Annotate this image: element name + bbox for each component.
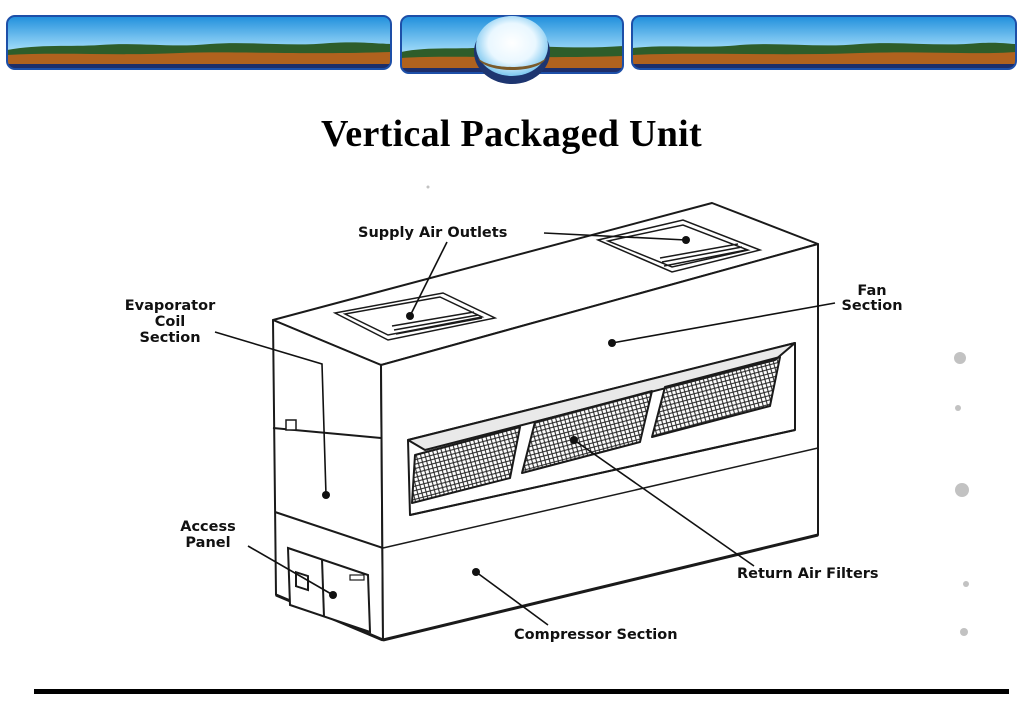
vertical-packaged-unit-diagram: Supply Air Outlets Fan Section Evaporato…	[125, 185, 969, 643]
label-evaporator-line1: Evaporator	[125, 298, 216, 314]
filter-panel-2	[521, 390, 653, 474]
label-compressor-section: Compressor Section	[514, 627, 678, 643]
globe-emblem	[474, 16, 550, 84]
label-supply-air-outlets: Supply Air Outlets	[358, 225, 507, 241]
leader-evaporator	[214, 331, 327, 496]
side-vent	[285, 419, 297, 431]
return-air-filter-bank	[407, 342, 796, 516]
label-evaporator-line2: Coil	[155, 314, 186, 330]
bottom-divider	[34, 689, 1009, 694]
leader-return	[573, 439, 755, 567]
access-panel	[286, 546, 372, 634]
label-return-air-filters: Return Air Filters	[737, 566, 879, 582]
leader-fan	[611, 302, 836, 344]
slide-title: Vertical Packaged Unit	[321, 113, 702, 155]
label-access-panel-line2: Panel	[185, 535, 230, 551]
label-evaporator-line3: Section	[139, 330, 200, 346]
label-fan-section-line2: Section	[841, 298, 902, 314]
leader-access	[247, 545, 334, 596]
banner-panel-left	[7, 16, 391, 69]
label-fan-section-line1: Fan	[857, 283, 886, 299]
supply-air-outlet-right	[595, 219, 763, 273]
label-access-panel-line1: Access	[180, 519, 236, 535]
banner-panel-right	[632, 16, 1016, 69]
filter-panel-1	[411, 426, 521, 504]
header-banner	[6, 15, 1017, 84]
filter-panel-3	[651, 356, 781, 438]
leader-compressor	[475, 571, 549, 626]
leader-supply-right	[543, 232, 687, 241]
scan-noise	[426, 185, 969, 636]
leader-supply-left	[409, 241, 448, 317]
